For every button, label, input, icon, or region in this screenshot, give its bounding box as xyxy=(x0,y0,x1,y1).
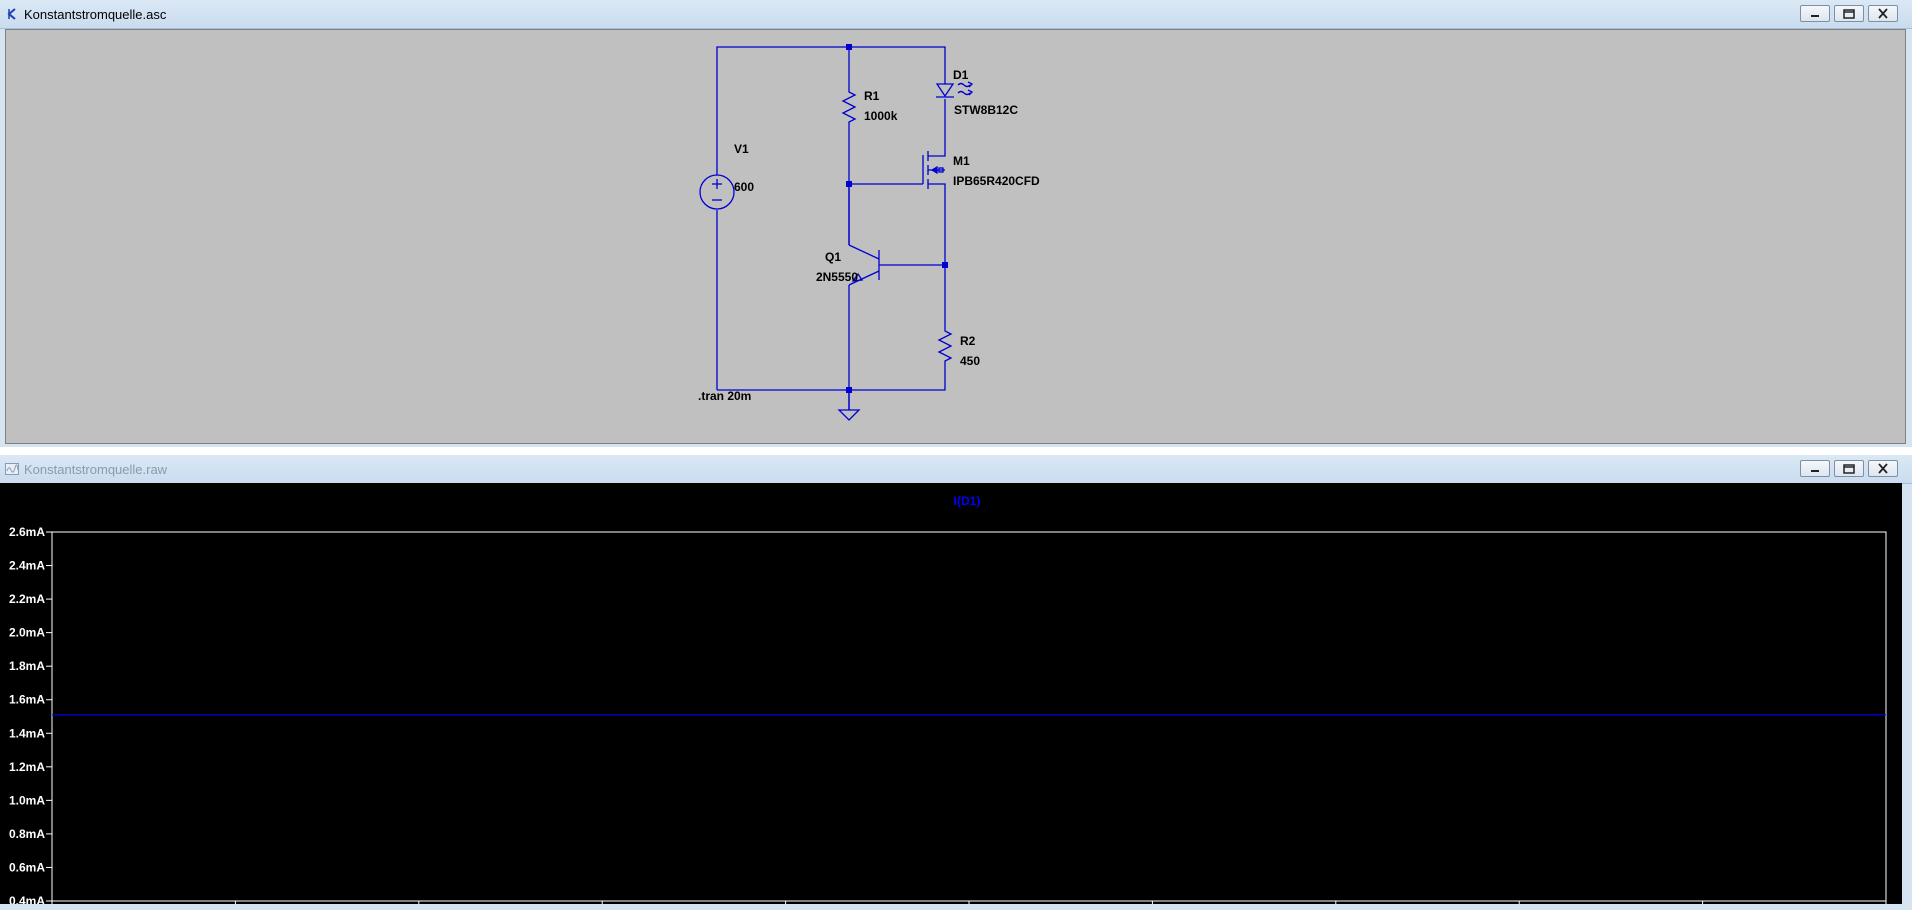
plot-titlebar[interactable]: Konstantstromquelle.raw xyxy=(0,455,1912,484)
label-q1-name: Q1 xyxy=(825,250,841,264)
y-tick-label: 2.0mA xyxy=(9,626,45,640)
restore-icon xyxy=(1843,9,1855,19)
schematic-canvas[interactable]: V1 600 R1 1000k D1 STW8B12C M1 IPB65R420… xyxy=(5,29,1906,444)
minimize-icon xyxy=(1811,470,1819,472)
plot-frame xyxy=(51,531,1887,902)
y-tick-label: 2.4mA xyxy=(9,559,45,573)
minimize-button[interactable] xyxy=(1800,5,1830,22)
label-m1-name: M1 xyxy=(953,154,970,168)
ltspice-schematic-icon xyxy=(7,8,16,20)
junction-dot xyxy=(846,44,852,50)
mosfet-m1[interactable] xyxy=(922,151,946,189)
y-tick-label: 1.0mA xyxy=(9,793,45,807)
plot-restore-button[interactable] xyxy=(1834,460,1864,477)
label-m1-value: IPB65R420CFD xyxy=(953,174,1040,188)
wire-bottom[interactable] xyxy=(717,367,946,391)
spice-directive[interactable]: .tran 20m xyxy=(698,389,751,403)
junction-dot xyxy=(846,181,852,187)
waveform-chart[interactable]: I(D1) 0.4mA 0.6mA 0.8mA 1.0mA 1.2mA 1.4mA 1.6m… xyxy=(0,483,1902,904)
label-r2-name: R2 xyxy=(960,334,976,348)
y-tick-label: 1.4mA xyxy=(9,726,45,740)
plot-window: Konstantstromquelle.raw I(D1) 0.4mA 0.6mA… xyxy=(0,455,1912,910)
plot-close-button[interactable] xyxy=(1868,460,1898,477)
close-button[interactable] xyxy=(1868,5,1898,22)
schematic-titlebar[interactable]: Konstantstromquelle.asc xyxy=(0,0,1912,29)
restore-button[interactable] xyxy=(1834,5,1864,22)
plot-window-title: Konstantstromquelle.raw xyxy=(24,462,168,477)
wire-top[interactable] xyxy=(716,46,946,175)
waveform-icon xyxy=(5,463,19,475)
y-axis[interactable]: 0.4mA 0.6mA 0.8mA 1.0mA 1.2mA 1.4mA 1.6mA 1.8mA… xyxy=(9,525,52,904)
label-d1-value: STW8B12C xyxy=(954,103,1018,117)
y-tick-label: 1.8mA xyxy=(9,659,45,673)
voltage-source-v1[interactable] xyxy=(699,174,735,210)
junction-dot xyxy=(846,387,852,393)
close-icon xyxy=(1878,463,1888,474)
y-tick-label: 0.8mA xyxy=(9,827,45,841)
waveform-plot[interactable]: I(D1) 0.4mA 0.6mA 0.8mA 1.0mA 1.2mA 1.4mA 1.6m… xyxy=(0,483,1902,904)
close-icon xyxy=(1878,8,1888,19)
schematic-window: Konstantstromquelle.asc xyxy=(0,0,1912,447)
label-r1-name: R1 xyxy=(864,89,880,103)
label-v1-value: 600 xyxy=(734,180,754,194)
y-tick-label: 0.4mA xyxy=(9,894,45,904)
x-axis[interactable]: 0ms2ms4ms6ms8ms10ms12ms14ms16ms18ms20ms xyxy=(40,901,1902,904)
y-tick-label: 2.6mA xyxy=(9,525,45,539)
y-tick-label: 1.6mA xyxy=(9,693,45,707)
minimize-icon xyxy=(1811,15,1819,17)
label-d1-name: D1 xyxy=(953,68,969,82)
label-q1-value: 2N5550 xyxy=(816,270,858,284)
restore-icon xyxy=(1843,464,1855,474)
resistor-r1[interactable] xyxy=(841,87,857,125)
y-tick-label: 0.6mA xyxy=(9,860,45,874)
junction-dot xyxy=(942,262,948,268)
label-r2-value: 450 xyxy=(960,354,980,368)
ground-symbol[interactable] xyxy=(837,390,861,421)
schematic-drawing[interactable]: V1 600 R1 1000k D1 STW8B12C M1 IPB65R420… xyxy=(6,30,1905,443)
y-tick-label: 2.2mA xyxy=(9,592,45,606)
label-r1-value: 1000k xyxy=(864,109,898,123)
led-d1[interactable] xyxy=(935,81,974,98)
label-v1-name: V1 xyxy=(734,142,749,156)
resistor-r2[interactable] xyxy=(937,326,953,367)
schematic-window-title: Konstantstromquelle.asc xyxy=(24,7,167,22)
y-tick-label: 1.2mA xyxy=(9,760,45,774)
trace-label[interactable]: I(D1) xyxy=(954,494,981,508)
junctions xyxy=(846,44,948,393)
transistor-q1[interactable] xyxy=(848,244,880,286)
plot-minimize-button[interactable] xyxy=(1800,460,1830,477)
